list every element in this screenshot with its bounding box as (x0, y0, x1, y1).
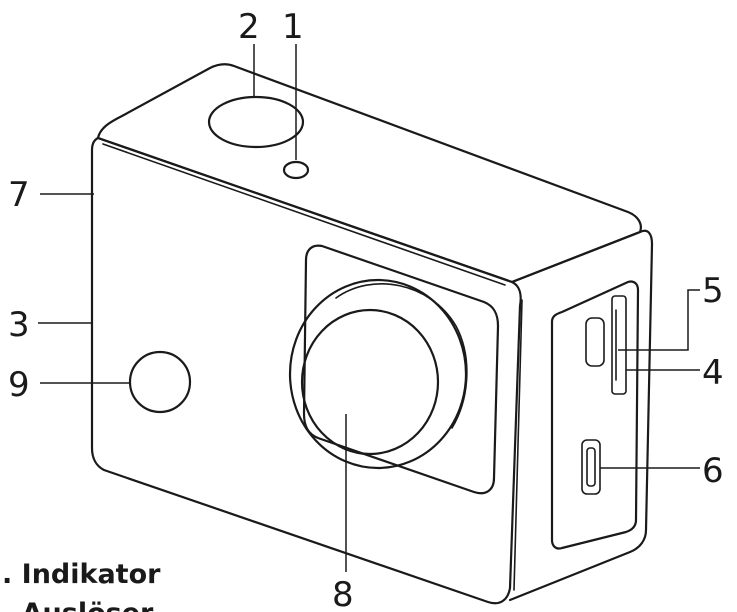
camera-front-face (90, 136, 522, 605)
top-controls (207, 95, 310, 180)
lens-assembly (288, 244, 500, 495)
lens-barrel-rim (335, 283, 468, 429)
leader-5 (618, 289, 700, 351)
callout-5: 5 (702, 271, 724, 311)
indicator-light (282, 160, 310, 180)
callout-3: 3 (8, 305, 30, 345)
front-button (128, 350, 192, 414)
sd-card-slot (611, 295, 627, 395)
callout-2: 2 (238, 7, 260, 47)
callout-labels: 2 1 7 3 9 5 4 6 8 (8, 7, 724, 612)
callout-6: 6 (702, 451, 724, 491)
shutter-button (207, 95, 305, 149)
callout-7: 7 (8, 175, 30, 215)
camera-side-bevel (513, 299, 523, 591)
callout-1: 1 (282, 7, 304, 47)
port-cover (550, 280, 640, 550)
callout-4: 4 (702, 353, 724, 393)
micro-hdmi-port (585, 317, 605, 367)
legend-item-2: . Auslöser (2, 598, 154, 612)
usb-port (581, 439, 601, 495)
lens-glass (300, 308, 440, 456)
leader-lines (38, 44, 700, 572)
lens-barrel-outer (288, 278, 468, 470)
usb-port-inner (586, 447, 596, 487)
legend: . Indikator . Auslöser (2, 559, 161, 612)
camera-side-face (508, 229, 654, 602)
camera-front-bevel (102, 143, 506, 286)
legend-item-1: . Indikator (2, 559, 161, 590)
camera-body (90, 63, 654, 605)
camera-top-face (96, 63, 642, 284)
callout-9: 9 (8, 365, 30, 405)
side-port-panel (550, 280, 640, 550)
lens-bezel (302, 244, 500, 495)
callout-8: 8 (332, 575, 354, 612)
